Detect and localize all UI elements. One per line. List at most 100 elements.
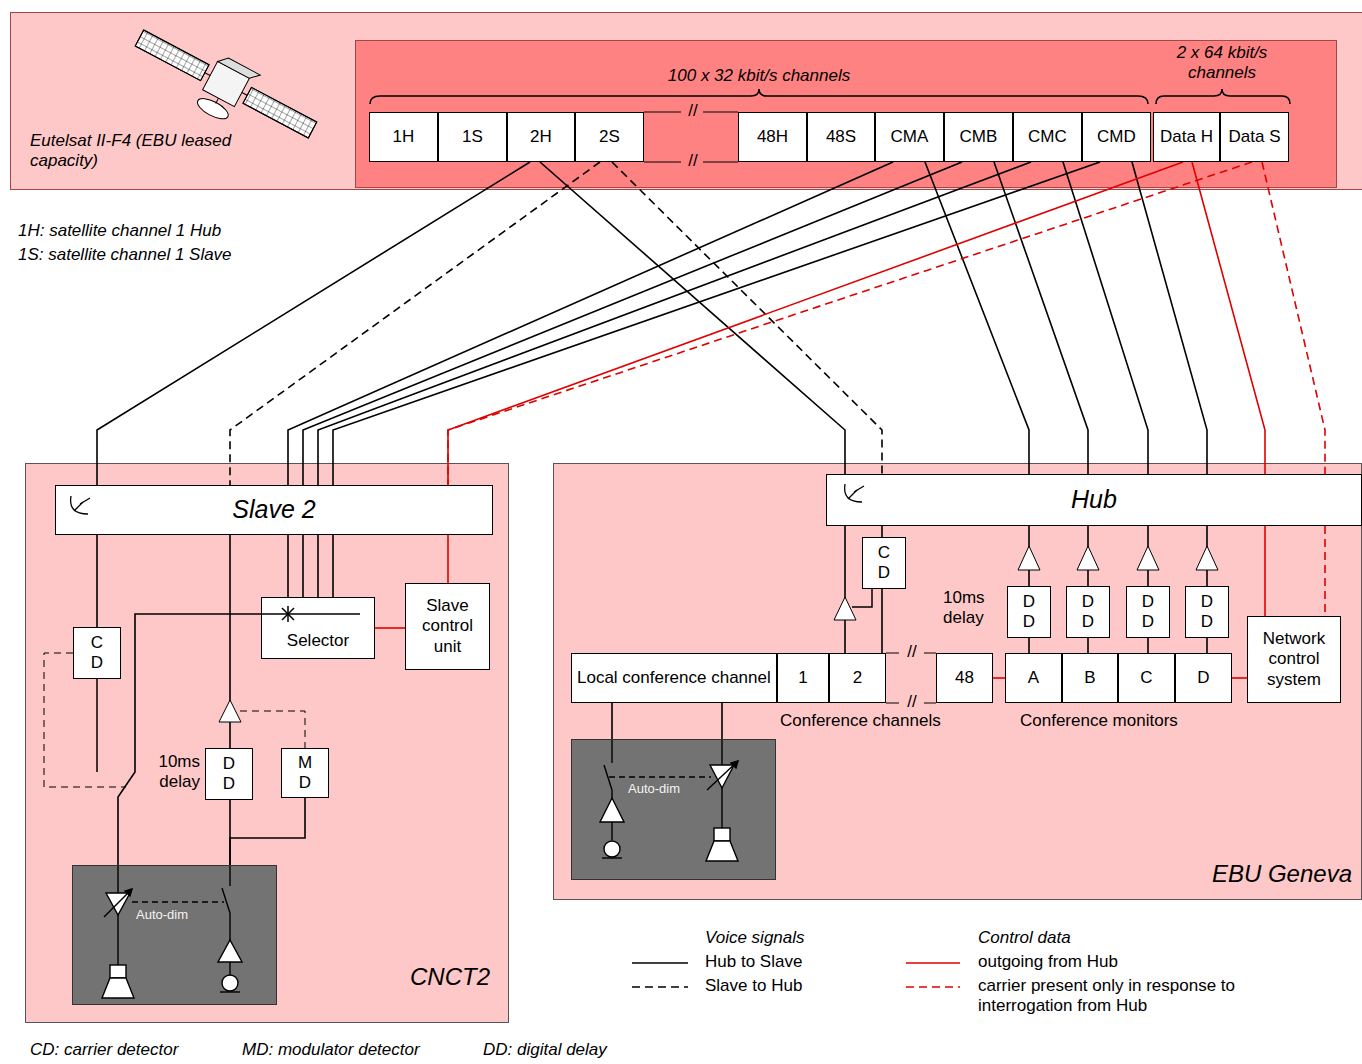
- dish-icon: [71, 496, 88, 514]
- control-dashed-wire: [240, 711, 305, 748]
- break-line: [703, 162, 738, 163]
- voice-line: [288, 162, 893, 485]
- label-text: 48S: [826, 127, 856, 147]
- satellite-icon: [218, 54, 261, 82]
- label-text: 10ms delay: [943, 588, 1005, 628]
- amplifier-symbol: [834, 597, 856, 620]
- control-line: [447, 535, 449, 583]
- wire: [852, 589, 872, 607]
- label-text: D D: [1198, 592, 1216, 632]
- break-line: [924, 653, 936, 654]
- station-audio: [222, 888, 230, 913]
- label-text: Auto-dim: [628, 781, 708, 796]
- voice-line: [994, 162, 1088, 474]
- label-text: //: [680, 101, 706, 121]
- dish-icon: [74, 502, 83, 511]
- label-text: //: [899, 642, 925, 662]
- voice-line: [540, 162, 845, 474]
- device-box: C D: [73, 627, 121, 679]
- legend-sample: [906, 962, 960, 964]
- voice-line: [844, 526, 846, 653]
- wire: [96, 679, 98, 772]
- device-box: C: [1118, 653, 1175, 703]
- station-audio: [125, 889, 132, 896]
- label-text: EBU Geneva: [1100, 860, 1352, 888]
- voice-line: [118, 614, 261, 865]
- label-text: DD: digital delay: [483, 1040, 683, 1060]
- label-text: D D: [1020, 592, 1038, 632]
- break-line: [703, 112, 738, 113]
- label-text: 1S: satellite channel 1 Slave: [18, 245, 348, 265]
- wire: [97, 589, 872, 772]
- voice-line: [1063, 162, 1148, 474]
- label-text: Local conference channel: [577, 668, 771, 688]
- station-audio: [602, 857, 622, 858]
- voice-line: [1028, 638, 1030, 653]
- break-line: [644, 162, 681, 163]
- label-text: outgoing from Hub: [978, 952, 1308, 972]
- station-audio: [731, 761, 738, 768]
- break-line: [644, 112, 936, 703]
- label-text: Eutelsat II-F4 (EBU leased capacity): [30, 131, 260, 171]
- amplifier-symbol: [1137, 546, 1159, 570]
- voice-line: [303, 162, 962, 485]
- dish-icon: [845, 484, 862, 502]
- label-text: 2 x 64 kbit/s channels: [1152, 43, 1292, 83]
- station-audio: [609, 776, 711, 777]
- label-text: A: [1028, 668, 1039, 688]
- station-audio: [102, 740, 738, 998]
- label-text: 1H: satellite channel 1 Hub: [18, 221, 348, 241]
- label-text: MD: modulator detector: [242, 1040, 472, 1060]
- label-text: Network control system: [1251, 629, 1337, 689]
- break-line: [644, 112, 681, 113]
- device-box: CMA: [875, 112, 944, 162]
- selector-switch: [262, 613, 360, 615]
- control-line: [993, 677, 1005, 679]
- voice-line: [1206, 638, 1208, 653]
- control-dashed-wire: [44, 653, 305, 787]
- label-text: C D: [875, 543, 893, 583]
- voice-line: [332, 535, 334, 597]
- control-line: [1324, 526, 1326, 616]
- device-box: 1S: [438, 112, 507, 162]
- voice-line: [230, 162, 600, 485]
- control-line: [448, 162, 1252, 485]
- legend-sample: [906, 986, 960, 988]
- device-box: Selector: [261, 597, 375, 659]
- voice-line: [287, 535, 289, 597]
- station-audio: [132, 901, 224, 902]
- bracket: [370, 89, 1290, 104]
- device-box: D D: [1007, 586, 1051, 638]
- studio-panel: Auto-dim: [72, 865, 277, 1005]
- voice-line: [925, 162, 1029, 474]
- device-box: 1H: [369, 112, 438, 162]
- station-audio: [104, 889, 132, 917]
- break-line: [886, 653, 899, 654]
- satellite-icon: [123, 17, 324, 161]
- label-text: 1H: [393, 127, 415, 147]
- voice-line: [1087, 638, 1089, 653]
- control-line: [448, 162, 1183, 485]
- device-box: 48S: [807, 112, 875, 162]
- station-audio: [604, 841, 620, 857]
- device-box: D D: [1066, 586, 1110, 638]
- device-box: D: [1175, 653, 1232, 703]
- label-text: //: [680, 151, 706, 171]
- station-audio: [117, 915, 118, 965]
- station-audio: [229, 962, 230, 975]
- label-text: D D: [220, 754, 238, 794]
- amplifier-symbol: [219, 546, 1218, 722]
- amplifier-symbol: [1196, 546, 1218, 570]
- device-box: D D: [1126, 586, 1170, 638]
- label-text: 2S: [599, 127, 620, 147]
- label-text: CMA: [891, 127, 929, 147]
- station-audio: [611, 790, 612, 798]
- dish-icon: [854, 486, 864, 492]
- label-text: 48: [955, 668, 974, 688]
- station-audio: [604, 765, 612, 790]
- label-text: M D: [296, 753, 314, 793]
- label-text: Conference channels: [780, 711, 980, 731]
- region-box: 100 x 32 kbit/s channels2 x 64 kbit/s ch…: [355, 40, 1337, 188]
- selector-switch: [282, 608, 294, 620]
